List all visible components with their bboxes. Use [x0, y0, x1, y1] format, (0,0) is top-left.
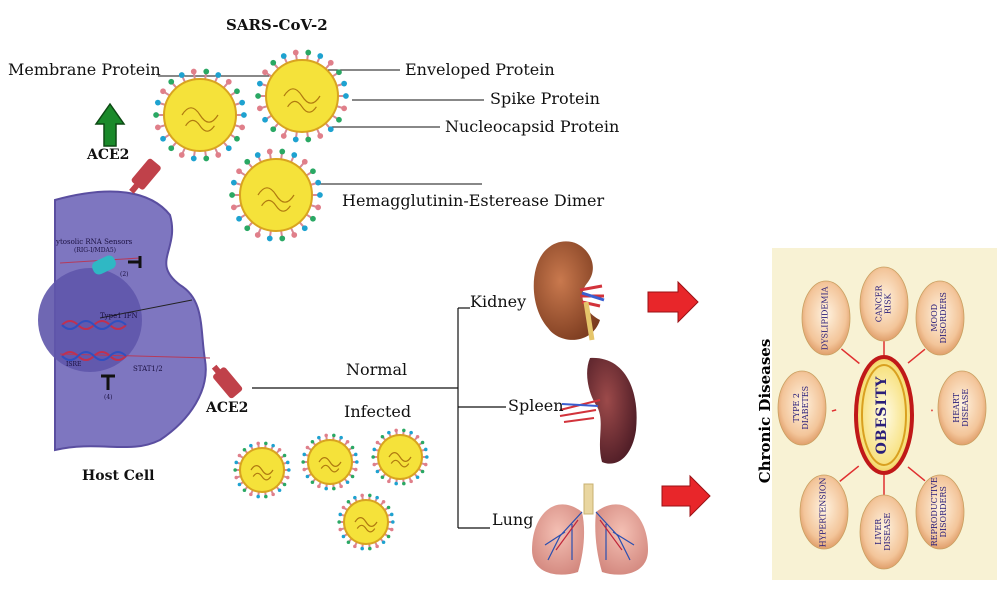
disease-oval — [801, 280, 851, 356]
lung-illustration — [532, 483, 648, 575]
ace2-bottom-label: ACE2 — [206, 400, 249, 416]
disease-spokes — [831, 340, 933, 496]
inhibit-symbol-2 — [128, 256, 142, 268]
ace2-receptor-top — [129, 158, 161, 194]
disease-ovals — [777, 266, 987, 570]
virus-particle — [371, 428, 429, 486]
disease-oval — [859, 494, 909, 570]
disease-label: DYSLIPIDEMIA — [820, 286, 830, 350]
rna-sensors-sub: (RIG-I/MDA5) — [74, 247, 116, 254]
lung-label: Lung — [492, 510, 534, 529]
spleen-illustration — [587, 357, 637, 464]
rna-sensor-protein — [92, 255, 116, 275]
disease-label: MOOD DISORDERS — [930, 292, 948, 344]
inhibit-symbol-4 — [101, 374, 115, 390]
normal-label: Normal — [346, 360, 408, 379]
virus-title: SARS-CoV-2 — [226, 16, 328, 34]
spleen-label: Spleen — [508, 396, 564, 415]
type1ifn-label: Type1 IFN — [100, 312, 138, 320]
host-cell-label: Host Cell — [82, 468, 155, 484]
membrane-protein-label: Membrane Protein — [8, 60, 161, 79]
red-arrow-kidney — [647, 280, 699, 324]
nucleocapsid-protein-label: Nucleocapsid Protein — [445, 117, 620, 136]
disease-oval — [859, 266, 909, 342]
virus-particles — [153, 49, 429, 551]
ace2-receptor-bottom — [211, 364, 243, 399]
virus-particle — [255, 49, 349, 143]
disease-spoke — [840, 348, 860, 365]
disease-label: HYPERTENSION — [818, 477, 828, 547]
virus-particle — [337, 493, 395, 551]
disease-oval — [937, 370, 987, 446]
hemagglutinin-label: Hemagglutinin-Esterease Dimer — [342, 191, 605, 210]
disease-oval — [777, 370, 827, 446]
rna-sensors-label: ytosolic RNA Sensors — [56, 238, 133, 246]
disease-spoke — [831, 409, 837, 412]
kidney-label: Kidney — [470, 292, 527, 311]
obesity-center-oval — [854, 355, 914, 475]
disease-label: TYPE 2 DIABETES — [792, 386, 810, 430]
disease-label: REPRODUCTIVE DISORDERS — [930, 477, 948, 547]
virus-particle — [229, 148, 323, 242]
step-4-label: (4) — [104, 394, 113, 401]
virus-particle — [301, 433, 359, 491]
ace2-upregulation-arrow — [94, 102, 126, 147]
infected-label: Infected — [344, 402, 412, 421]
kidney-illustration — [533, 241, 600, 340]
isre-label: ISRE — [66, 361, 82, 368]
stat-label: STAT1/2 — [133, 365, 163, 373]
disease-spoke — [907, 348, 926, 364]
virus-particle — [233, 441, 291, 499]
enveloped-protein-label: Enveloped Protein — [405, 60, 555, 79]
disease-label: CANCER RISK — [874, 285, 892, 323]
disease-oval — [915, 280, 965, 356]
obesity-label: OBESITY — [874, 375, 890, 455]
disease-oval — [799, 474, 849, 550]
nucleus — [38, 268, 142, 372]
disease-spoke — [839, 465, 860, 482]
disease-label: LIVER DISEASE — [874, 513, 892, 551]
disease-oval — [915, 474, 965, 550]
ace2-top-label: ACE2 — [87, 147, 130, 163]
disease-spoke — [907, 466, 926, 482]
red-arrow-lung — [661, 474, 711, 518]
spike-protein-label: Spike Protein — [490, 89, 600, 108]
step-2-label: (2) — [120, 271, 129, 278]
virus-particle — [153, 68, 247, 162]
disease-label: HEART DISEASE — [952, 389, 970, 427]
